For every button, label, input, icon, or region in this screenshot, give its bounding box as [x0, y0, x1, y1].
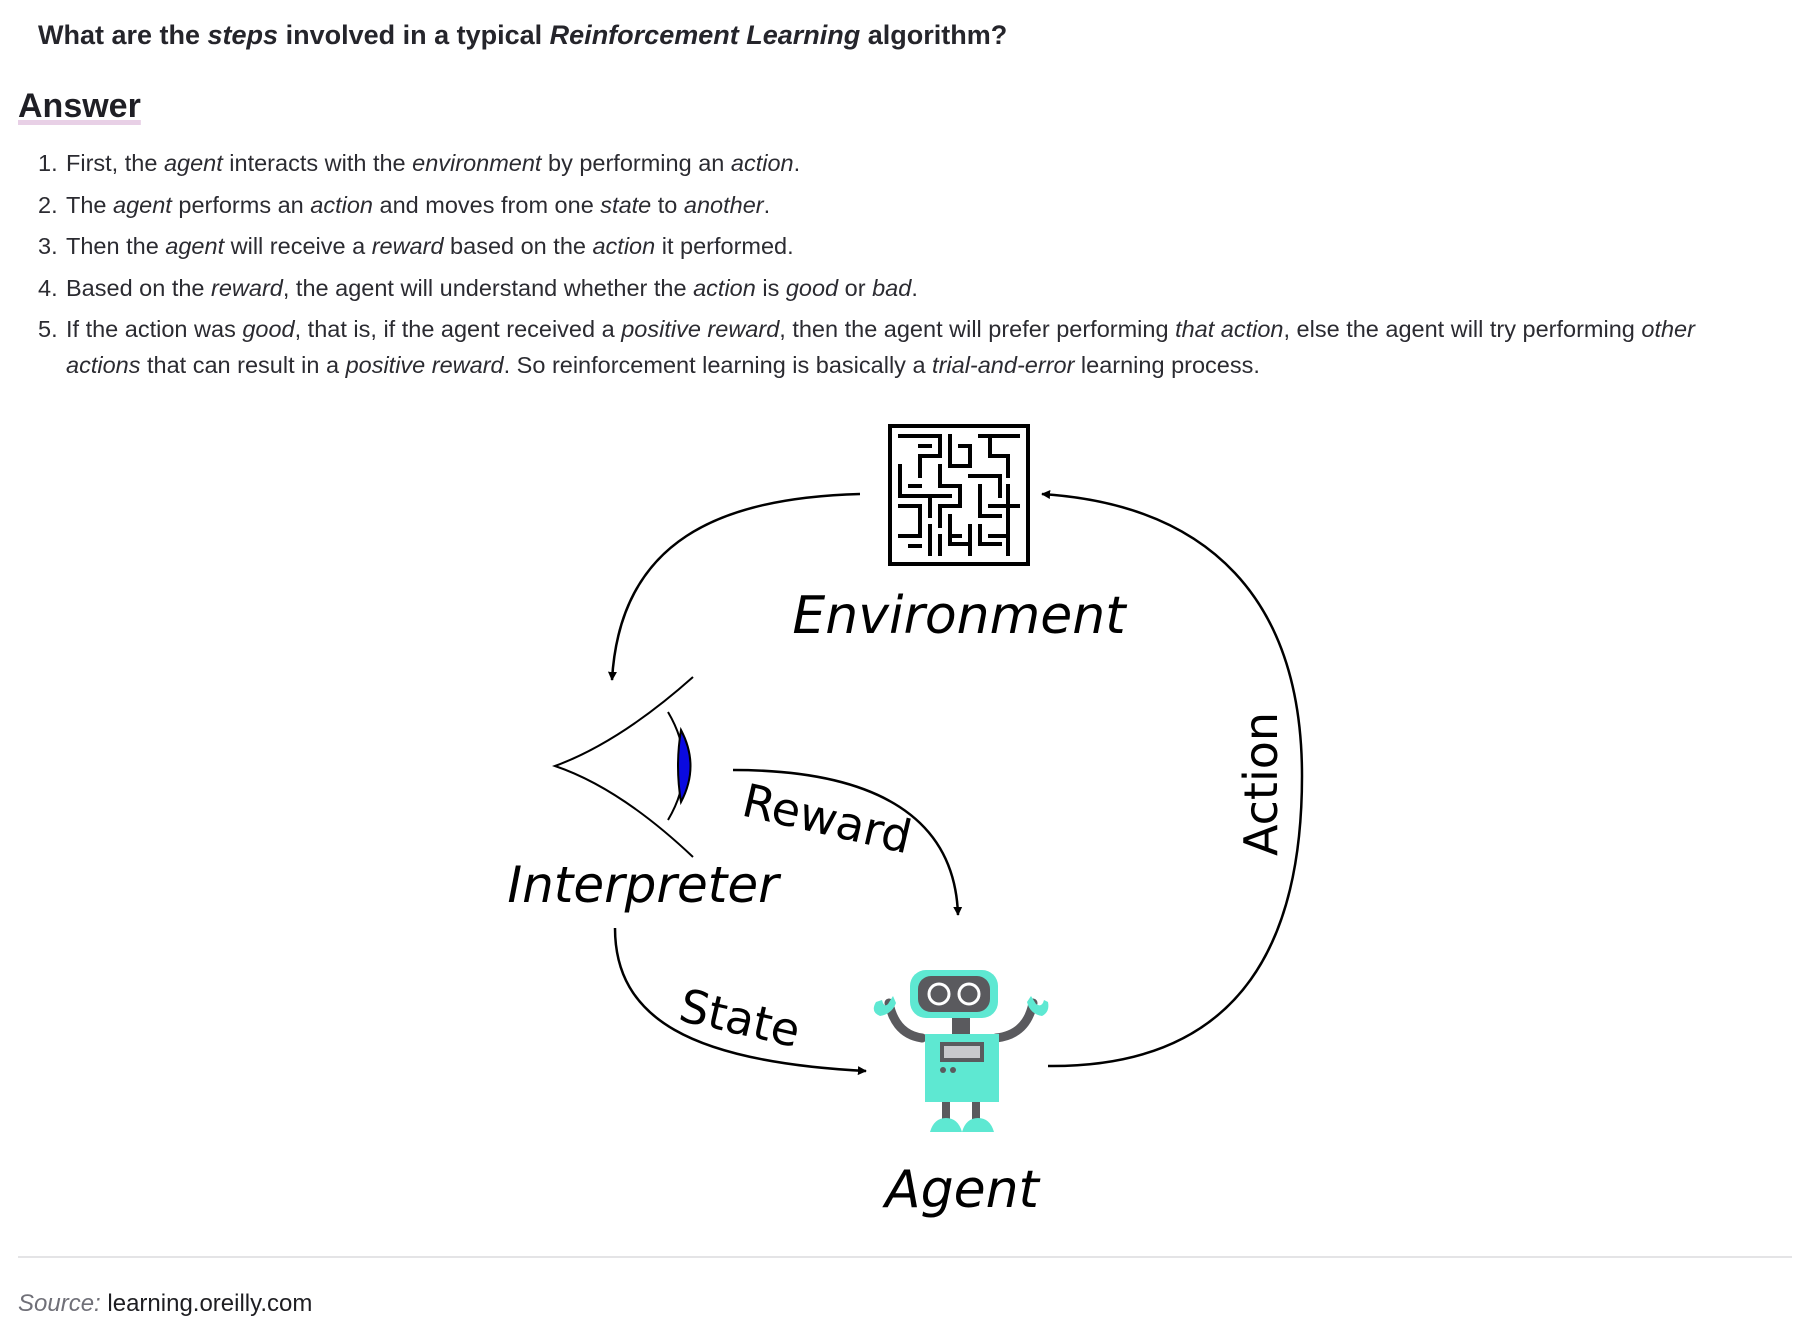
- emphasis-text: Reinforcement Learning: [549, 20, 861, 50]
- text-run: .: [763, 191, 771, 218]
- text-run: , then the agent will prefer performing: [779, 316, 1176, 342]
- emphasis-text: steps: [207, 20, 279, 50]
- question-heading: What are the steps involved in a typical…: [38, 20, 1007, 51]
- step-item: 5. If the action was good, that is, if th…: [38, 311, 1743, 383]
- emphasis-text: reward: [371, 233, 444, 259]
- step-number: 3.: [38, 233, 58, 259]
- emphasis-text: environment: [412, 150, 542, 176]
- step-item: 1. First, the agent interacts with the en…: [38, 145, 1743, 181]
- emphasis-text: another: [683, 191, 764, 218]
- steps-list: 1. First, the agent interacts with the en…: [38, 145, 1743, 389]
- text-run: What are the: [38, 20, 208, 50]
- text-run: will receive a: [224, 233, 372, 259]
- source-value: learning.oreilly.com: [107, 1290, 313, 1317]
- env-to-interpreter-arrow: [607, 492, 861, 681]
- action-arrow: [1041, 490, 1304, 1068]
- step-number: 2.: [38, 191, 58, 218]
- text-run: , the agent will understand whether the: [282, 274, 694, 301]
- emphasis-text: agent: [165, 233, 225, 259]
- text-run: Based on the: [66, 274, 212, 301]
- text-run: The: [66, 191, 114, 218]
- emphasis-text: bad: [872, 274, 912, 301]
- emphasis-text: action: [730, 150, 794, 176]
- agent-label: Agent: [882, 1160, 1041, 1220]
- text-run: algorithm?: [860, 20, 1008, 50]
- maze-icon: [888, 424, 1030, 566]
- text-run: to: [651, 191, 684, 218]
- emphasis-text: good: [785, 274, 839, 301]
- text-run: involved in a typical: [278, 20, 550, 50]
- step-item: 4. Based on the reward, the agent will un…: [38, 270, 1743, 306]
- step-number: 1.: [38, 150, 58, 176]
- action-label: Action: [1234, 712, 1288, 856]
- text-run: , that is, if the agent received a: [294, 316, 622, 342]
- emphasis-text: action: [592, 233, 656, 259]
- reward-label: Reward: [738, 773, 917, 864]
- eye-icon: [552, 676, 694, 858]
- text-run: Then the: [66, 233, 166, 259]
- text-run: performs an: [171, 191, 311, 218]
- reward-arrow: [732, 768, 963, 916]
- source-line: Source: learning.oreilly.com: [18, 1290, 312, 1318]
- eye-pupil: [677, 726, 692, 806]
- text-run: it performed.: [655, 233, 794, 259]
- text-run: based on the: [443, 233, 593, 259]
- step-number: 5.: [38, 316, 58, 342]
- emphasis-text: positive reward: [345, 352, 504, 378]
- text-run: , else the agent will try performing: [1283, 316, 1642, 342]
- emphasis-text: that action: [1175, 316, 1284, 342]
- robot-icon: [873, 970, 1049, 1132]
- answer-heading: Answer: [18, 87, 141, 125]
- source-label: Source:: [18, 1290, 101, 1317]
- text-run: interacts with the: [222, 150, 413, 176]
- text-run: First, the: [66, 150, 164, 176]
- text-run: If the action was: [66, 316, 243, 342]
- interpreter-label: Interpreter: [507, 856, 782, 914]
- step-item: 3. Then the agent will receive a reward b…: [38, 228, 1743, 264]
- emphasis-text: action: [310, 191, 374, 218]
- text-run: or: [838, 274, 873, 301]
- emphasis-text: other actions: [66, 316, 1695, 378]
- emphasis-text: action: [693, 274, 756, 301]
- text-run: .: [911, 274, 918, 301]
- divider: [18, 1256, 1792, 1258]
- step-item: 2. The agent performs an action and moves…: [38, 187, 1743, 223]
- text-run: and moves from one: [373, 191, 601, 218]
- emphasis-text: agent: [113, 191, 172, 218]
- text-run: is: [755, 274, 786, 301]
- state-arrow: [613, 927, 867, 1076]
- text-run: by performing an: [541, 150, 731, 176]
- step-number: 4.: [38, 274, 58, 301]
- emphasis-text: reward: [211, 274, 283, 301]
- text-run: . So reinforcement learning is basically…: [503, 352, 933, 378]
- emphasis-text: agent: [163, 150, 223, 176]
- emphasis-text: state: [600, 191, 652, 218]
- text-run: that can result in a: [140, 352, 346, 378]
- emphasis-text: positive reward: [621, 316, 780, 342]
- state-label: State: [675, 978, 806, 1058]
- text-run: learning process.: [1074, 352, 1260, 378]
- emphasis-text: trial-and-error: [932, 352, 1075, 378]
- text-run: .: [793, 150, 801, 176]
- emphasis-text: good: [242, 316, 295, 342]
- environment-label: Environment: [792, 586, 1127, 646]
